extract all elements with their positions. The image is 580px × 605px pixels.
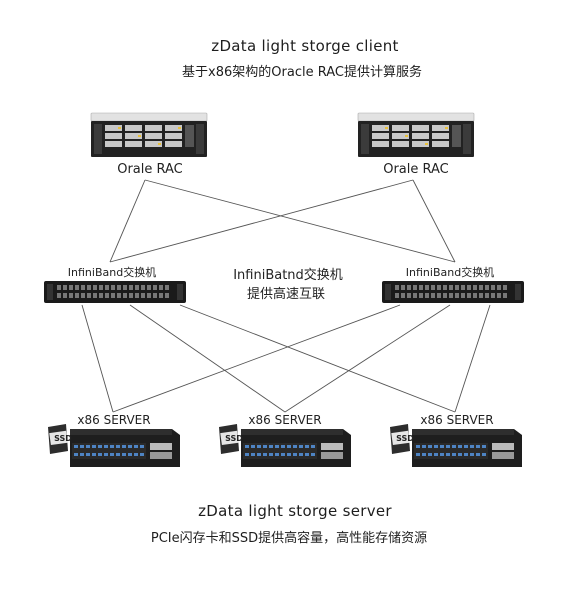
ssd-badge-3: SSD xyxy=(396,434,414,443)
server-icon xyxy=(390,424,522,467)
rac-label-1: Orale RAC xyxy=(117,162,183,177)
x86-server-1 xyxy=(46,423,182,477)
link-switch2-server1 xyxy=(112,304,401,413)
rack-server-icon xyxy=(90,112,208,157)
link-rac2-switch2 xyxy=(412,179,456,263)
link-switch1-server1 xyxy=(81,304,114,413)
ssd-badge-1: SSD xyxy=(54,434,72,443)
x86-server-3 xyxy=(388,423,524,477)
rac-label-2: Orale RAC xyxy=(383,162,449,177)
link-rac2-switch1 xyxy=(109,179,414,263)
switch-center-line1: InfiniBatnd交换机 xyxy=(233,268,343,283)
infiniband-switch-2 xyxy=(382,280,524,308)
server-icon xyxy=(48,424,180,467)
server-icon xyxy=(219,424,351,467)
switch-icon xyxy=(382,281,524,303)
server-label-2: x86 SERVER xyxy=(248,413,322,427)
ssd-icon xyxy=(219,424,239,454)
switch-label-2: InfiniBand交换机 xyxy=(405,266,495,279)
link-switch1-server2 xyxy=(129,304,286,413)
link-switch2-server3 xyxy=(454,304,491,413)
ssd-icon xyxy=(48,424,68,454)
switch-icon xyxy=(44,281,186,303)
server-label-3: x86 SERVER xyxy=(420,413,494,427)
server-section-subtitle: PCIe闪存卡和SSD提供高容量，高性能存储资源 xyxy=(150,531,428,546)
link-switch1-server3 xyxy=(179,304,456,413)
client-subtitle: 基于x86架构的Oracle RAC提供计算服务 xyxy=(182,65,422,80)
client-title: zData light storge client xyxy=(211,37,399,55)
ssd-icon xyxy=(390,424,410,454)
infiniband-switch-1 xyxy=(44,280,186,308)
rac-server-1 xyxy=(90,108,208,162)
ssd-badge-2: SSD xyxy=(225,434,243,443)
rack-server-icon xyxy=(357,112,475,157)
rac-server-2 xyxy=(357,108,475,162)
switch-center-line2: 提供高速互联 xyxy=(246,287,326,302)
link-switch2-server2 xyxy=(284,304,451,413)
x86-server-2 xyxy=(217,423,353,477)
server-section-title: zData light storge server xyxy=(198,502,392,520)
link-rac1-switch2 xyxy=(144,179,456,263)
link-rac1-switch1 xyxy=(109,179,146,263)
switch-label-1: InfiniBand交换机 xyxy=(67,266,157,279)
server-label-1: x86 SERVER xyxy=(77,413,151,427)
